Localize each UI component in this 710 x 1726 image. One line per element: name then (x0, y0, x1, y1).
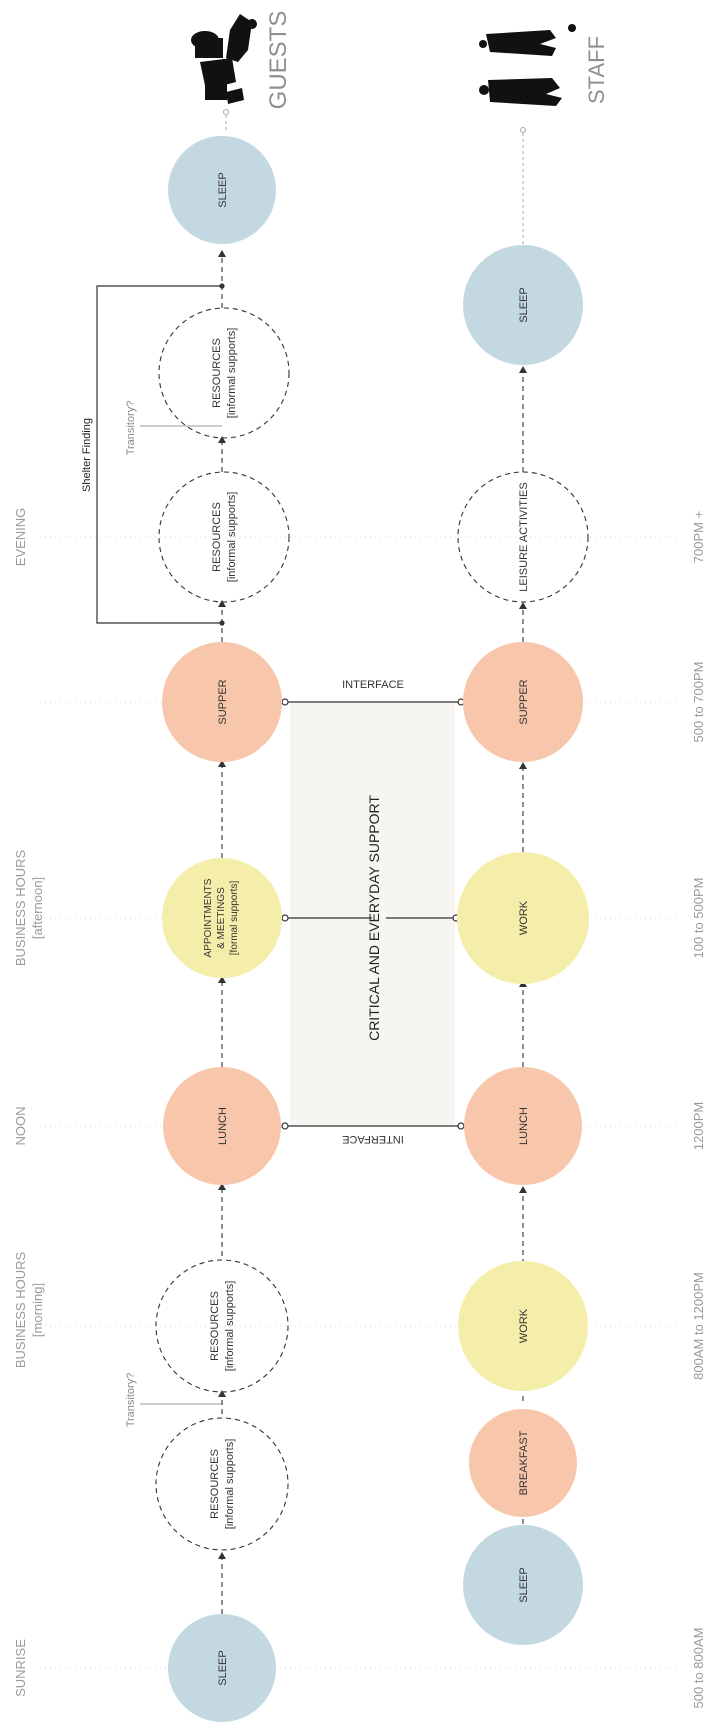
range-t5: 500 to 700PM (691, 662, 706, 743)
guest-resources-1-circle (155, 1417, 289, 1551)
period-noon: NOON (13, 1107, 28, 1146)
staff-work-afternoon-circle (457, 852, 589, 984)
staff-breakfast-label: BREAKFAST (518, 1430, 530, 1495)
guest-resources-4-sub: [informal supports] (226, 328, 238, 418)
staff-work-morning-circle (458, 1261, 588, 1391)
guests-nodes: SLEEP RESOURCES [informal supports] RESO… (155, 136, 290, 1722)
guest-resources-3-label: RESOURCES (211, 502, 223, 572)
guest-resources-4-circle (158, 307, 290, 439)
guest-lunch-circle (163, 1067, 281, 1185)
staff-lunch-circle (464, 1067, 582, 1185)
interface-label-bottom: INTERFACE (342, 1133, 404, 1145)
staff-leisure-label: LEISURE ACTIVITIES (518, 482, 530, 591)
guests-leader-dot (223, 109, 229, 115)
range-t2: 800AM to 1200PM (691, 1272, 706, 1380)
guests-silhouette-image (191, 14, 257, 104)
guest-resources-2-sub: [informal supports] (224, 1281, 236, 1371)
guest-supper-label: SUPPER (217, 679, 229, 724)
staff-silhouette-image (479, 24, 576, 106)
guests-header: GUESTS (265, 11, 292, 110)
period-evening: EVENING (13, 508, 28, 567)
connector-dot (281, 914, 289, 922)
period-business-afternoon: BUSINESS HOURS (13, 850, 28, 967)
interface-label-top: INTERFACE (342, 679, 404, 691)
guest-sleep-night-circle (168, 136, 276, 244)
guest-resources-2-label: RESOURCES (209, 1291, 221, 1361)
critical-support-label: CRITICAL AND EVERYDAY SUPPORT (366, 795, 382, 1041)
guest-resources-3-circle (158, 471, 290, 603)
guest-resources-3-sub: [informal supports] (226, 492, 238, 582)
guests-flow-arrows (218, 250, 226, 1559)
period-business-afternoon-sub: [afternoon] (30, 877, 45, 939)
guest-appointments-sub: [formal supports] (229, 881, 240, 956)
time-range-labels: 500 to 800AM 800AM to 1200PM 1200PM 100 … (691, 511, 706, 1709)
guest-resources-4-label: RESOURCES (211, 338, 223, 408)
staff-lunch-label: LUNCH (518, 1107, 530, 1145)
time-period-labels: SUNRISE BUSINESS HOURS [morning] NOON BU… (13, 508, 45, 1697)
staff-breakfast-circle (469, 1409, 577, 1517)
staff-work-morning-label: WORK (518, 1308, 530, 1343)
guest-sleep-morning-circle (168, 1614, 276, 1722)
transitory-ticks (140, 425, 222, 1405)
guest-supper-circle (162, 642, 282, 762)
connector-dot (457, 1122, 465, 1130)
guest-sleep-morning-label: SLEEP (217, 1650, 229, 1685)
connector-dot (281, 1122, 289, 1130)
period-business-morning-sub: [morning] (30, 1283, 45, 1337)
transitory-label-2: Transitory? (125, 401, 137, 456)
staff-header: STAFF (584, 36, 609, 104)
staff-sleep-morning-circle (463, 1525, 583, 1645)
guest-resources-2-circle (155, 1259, 289, 1393)
guest-appointments-label: APPOINTMENTS (203, 878, 214, 957)
range-t6: 700PM + (691, 511, 706, 563)
transitory-label-1: Transitory? (125, 1373, 137, 1428)
shelter-finding-bracket (96, 283, 225, 626)
staff-nodes: SLEEP BREAKFAST WORK LUNCH WORK SUPPER L… (457, 245, 589, 1645)
staff-leisure-circle (457, 471, 589, 603)
guest-lunch-label: LUNCH (217, 1107, 229, 1145)
staff-sleep-night-circle (463, 245, 583, 365)
connector-dot (281, 698, 289, 706)
staff-sleep-morning-label: SLEEP (518, 1567, 530, 1602)
range-t1: 500 to 800AM (691, 1628, 706, 1709)
guest-resources-1-sub: [informal supports] (224, 1439, 236, 1529)
period-sunrise: SUNRISE (13, 1639, 28, 1697)
staff-work-afternoon-label: WORK (518, 900, 530, 935)
range-t3: 1200PM (691, 1102, 706, 1150)
staff-supper-circle (463, 642, 583, 762)
guest-resources-1-label: RESOURCES (209, 1449, 221, 1519)
staff-sleep-night-label: SLEEP (518, 287, 530, 322)
guest-appointments-label-2: & MEETINGS (216, 887, 227, 949)
guest-sleep-night-label: SLEEP (217, 172, 229, 207)
shelter-finding-label: Shelter Finding (81, 418, 93, 492)
staff-leader-dot (520, 127, 526, 133)
guest-appointments-circle (162, 858, 282, 978)
range-t4: 100 to 500PM (691, 878, 706, 959)
critical-support-box (290, 702, 455, 1126)
period-business-morning: BUSINESS HOURS (13, 1252, 28, 1369)
staff-supper-label: SUPPER (518, 679, 530, 724)
